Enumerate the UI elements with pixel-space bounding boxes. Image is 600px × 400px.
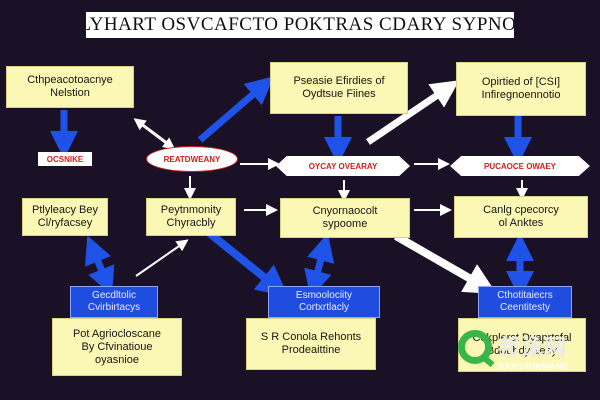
box-mid-left-line-2: Cl/ryfacsey [37, 217, 93, 229]
box-bot-right-line-1: Cokplerst Dyaprtsfal [472, 332, 572, 344]
bluebox-right-line-1: Cthotitaiecrs [497, 290, 553, 301]
arrow-midleft-to-blueleft [85, 235, 115, 296]
box-top-left: Cthpeacotoacnye Nelstion [6, 66, 134, 108]
pill-ellipse: REATDWEANY [146, 146, 238, 172]
bluebox-right-line-2: Ceentitesty [499, 302, 551, 313]
box-mid-right-line-1: Canlg cpecorcy [483, 204, 559, 216]
pill-hex-mid: OYCAY OVEARAY [276, 156, 410, 176]
box-mid-left: Ptlyleacy Bey Cl/ryfacsey [22, 198, 108, 236]
pill-left: OCSNIKE [38, 152, 92, 166]
bluebox-left-line-2: Cvirbirtacys [87, 302, 141, 313]
arrow-hexmid-to-topright [366, 80, 460, 145]
box-bot-right: Cokplerst Dyaprtsfal Bdoubdy aeey [458, 318, 586, 372]
bluebox-left-line-1: Gecdltolic [92, 290, 136, 301]
box-mid-left-line-1: Ptlyleacy Bey [31, 204, 99, 216]
box-mid-mid: Cnyornaocolt sypoome [280, 198, 410, 238]
box-bot-left-line-3: oyasnioe [94, 353, 140, 366]
bluebox-left: Gecdltolic Cvirbirtacys [70, 286, 158, 318]
bluebox-mid: Esmoolociity Cortxrtlacly [268, 286, 380, 318]
box-mid-center-line-1: Peytnmonity [160, 204, 222, 216]
arrow-ellipse-to-topmid [197, 76, 274, 143]
diagram-title: POLYHART OSVCAFCTO POKTRAS CDARY SYPNOME [86, 12, 514, 38]
arrow-topleft-to-ellipse [133, 118, 176, 150]
box-top-mid-line-1: Pseasie Efirdies of [293, 75, 385, 87]
box-top-mid: Pseasie Efirdies of Oydtsue Fiines [270, 62, 408, 114]
bluebox-mid-line-1: Esmoolociity [295, 290, 353, 301]
box-mid-center: Peytnmonity Chyracbly [146, 198, 236, 236]
box-mid-mid-line-2: sypoome [322, 218, 368, 230]
box-bot-mid-line-1: S R Conola Rehonts [260, 331, 362, 343]
box-top-right-line-1: Opirtied of [CSI] [481, 76, 561, 88]
arrow-midmid-to-bluemid [304, 233, 335, 299]
arrow-midcenter-to-bluemid [205, 228, 289, 298]
logo-chinese-text: 邦泳网 [498, 335, 568, 360]
bluebox-mid-line-2: Cortxrtlacly [298, 302, 349, 313]
box-bot-left-line-2: By Cfvinatioue [81, 340, 153, 353]
box-bot-mid: S R Conola Rehonts Prodeaittine [246, 318, 376, 370]
box-bot-left-line-1: Pot Agriocloscane [72, 327, 162, 340]
box-top-left-label: Cthpeacotoacnye Nelstion [27, 74, 113, 99]
box-top-right-line-2: Infiregnoennotio [481, 89, 561, 101]
logo-q-icon [458, 330, 492, 364]
box-mid-center-line-2: Chyracbly [166, 217, 216, 229]
box-bot-right-line-2: Bdoubdy aeey [486, 345, 558, 357]
box-mid-mid-line-1: Cnyornaocolt [312, 205, 378, 217]
pill-hex-right: PUCAOCE OWAEY [450, 156, 590, 176]
arrow-blueleft-to-midcenter [135, 239, 189, 277]
bluebox-right: Cthotitaiecrs Ceentitesty [478, 286, 572, 318]
box-top-mid-line-2: Oydtsue Fiines [302, 88, 376, 100]
box-mid-right-line-2: ol Anktes [498, 217, 544, 229]
box-bot-left: Pot Agriocloscane By Cfvinatioue oyasnio… [52, 318, 182, 376]
arrow-midmid-to-blueright [394, 232, 497, 294]
logo-english-text: BANGYUNWANG [498, 362, 569, 371]
box-top-right: Opirtied of [CSI] Infiregnoennotio [456, 62, 586, 116]
watermark-logo: 邦泳网 BANGYUNWANG [458, 326, 584, 376]
box-bot-mid-line-2: Prodeaittine [281, 344, 341, 356]
box-mid-right: Canlg cpecorcy ol Anktes [454, 196, 588, 238]
